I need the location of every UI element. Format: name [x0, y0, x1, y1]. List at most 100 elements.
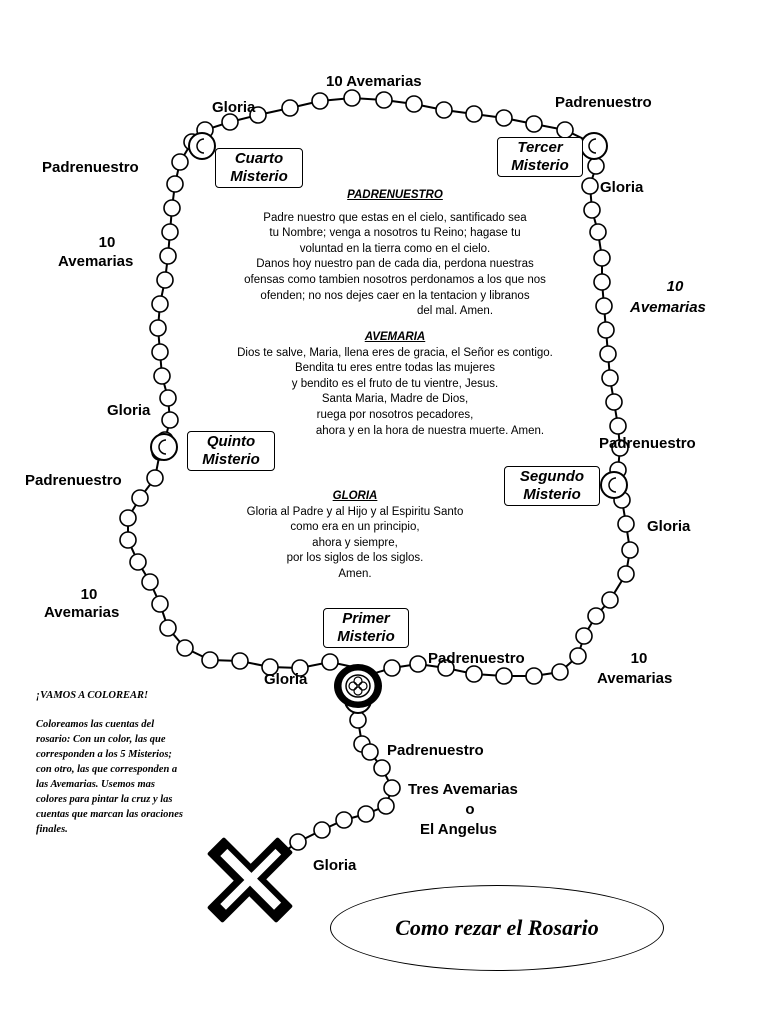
bead	[595, 297, 613, 315]
label-avemarias-left: Avemarias	[58, 253, 134, 270]
bead	[343, 89, 361, 107]
page-title: Como rezar el Rosario	[395, 915, 599, 940]
medal-icon	[334, 664, 382, 708]
bead	[153, 367, 171, 385]
bead	[231, 652, 249, 670]
prayer-line: Dios te salve, Maria, llena eres de grac…	[237, 346, 553, 359]
bead	[163, 199, 181, 217]
misterio-segundo-line1: Segundo	[519, 468, 585, 485]
bead	[597, 321, 615, 339]
bead	[156, 271, 174, 289]
prayer-gloria: GLORIA Gloria al Padre y al Hijo y al Es…	[170, 489, 540, 583]
cross-icon	[207, 837, 293, 923]
misterio-quinto-box: Quinto Misterio	[187, 431, 275, 471]
bead	[593, 273, 611, 291]
bead	[313, 821, 331, 839]
bead	[551, 663, 569, 681]
label-padrenuestro-lower-left: Padrenuestro	[25, 472, 122, 489]
coloring-title: ¡VAMOS A COLOREAR!	[36, 690, 149, 701]
bead	[405, 95, 423, 113]
misterio-cuarto-line1: Cuarto	[234, 150, 284, 167]
bead	[321, 653, 339, 671]
bead	[525, 115, 543, 133]
misterio-primer-line1: Primer	[342, 610, 390, 627]
label-gloria-lower-right: Gloria	[647, 518, 691, 535]
label-gloria-top-left: Gloria	[212, 99, 256, 116]
bead	[176, 639, 194, 657]
label-padrenuestro-top-right: Padrenuestro	[555, 94, 652, 111]
misterio-quinto-line2: Misterio	[202, 451, 260, 468]
prayer-line: ahora y en la hora de nuestra muerte. Am…	[315, 424, 545, 437]
bead	[621, 541, 639, 559]
coloring-line: corresponden a los 5 Misterios;	[36, 749, 172, 760]
label-top-avemarias: 10 Avemarias	[326, 73, 422, 90]
bead	[589, 223, 607, 241]
bead	[575, 627, 593, 645]
label-gloria-mid-left: Gloria	[107, 402, 151, 419]
prayer-line: Danos hoy nuestro pan de cada dia, perdo…	[256, 258, 534, 271]
crescent-icon	[196, 138, 205, 154]
prayer-line: como era en un principio,	[290, 521, 420, 534]
bead	[151, 295, 169, 313]
label-avemarias-bottom-left-number: 10	[80, 586, 98, 603]
label-padrenuestro-upper-left: Padrenuestro	[42, 159, 139, 176]
misterio-tercer-box: Tercer Misterio	[497, 137, 583, 177]
coloring-line: finales.	[36, 824, 68, 835]
prayer-line: por los siglos de los siglos.	[286, 552, 424, 565]
bead	[587, 157, 605, 175]
prayer-line: tu Nombre; venga a nosotros tu Reino; ha…	[269, 227, 521, 240]
prayer-line: ahora y siempre,	[312, 536, 398, 549]
coloring-line: Coloreamos las cuentas del	[36, 719, 155, 730]
prayer-line: Bendita tu eres entre todas las mujeres	[294, 362, 496, 375]
misterio-primer-box: Primer Misterio	[323, 608, 409, 648]
misterio-cuarto-box: Cuarto Misterio	[215, 148, 303, 188]
bead	[171, 153, 189, 171]
bead	[581, 177, 599, 195]
bead	[335, 811, 353, 829]
prayer-line: Santa Maria, Madre de Dios,	[321, 393, 469, 406]
bead	[357, 805, 375, 823]
bead	[291, 659, 309, 677]
bead	[593, 249, 611, 267]
crescent-icon	[158, 439, 167, 455]
label-gloria-upper-right: Gloria	[600, 179, 644, 196]
label-padrenuestro-mid-right: Padrenuestro	[599, 435, 696, 452]
misterio-cuarto-line2: Misterio	[230, 168, 288, 185]
bead	[601, 369, 619, 387]
prayer-line: y bendito es el fruto de tu vientre, Jes…	[291, 377, 499, 390]
bead	[119, 531, 137, 549]
label-avemarias-bottom-right-number: 10	[630, 650, 648, 667]
padrenuestro-bead	[150, 433, 178, 461]
bead	[435, 101, 453, 119]
coloring-instructions: ¡VAMOS A COLOREAR! Coloreamos las cuenta…	[36, 688, 241, 837]
prayer-gloria-heading: GLORIA	[332, 490, 378, 502]
bead	[377, 797, 395, 815]
prayer-avemaria-heading: AVEMARIA	[364, 331, 426, 343]
coloring-line: colores para pintar la cruz y las	[36, 794, 173, 805]
label-padrenuestro-bottom-center: Padrenuestro	[428, 650, 525, 667]
label-gloria-cross: Gloria	[313, 857, 357, 874]
misterio-segundo-box: Segundo Misterio	[504, 466, 600, 506]
label-o: o	[465, 801, 475, 818]
label-avemarias-bottom-left: Avemarias	[44, 604, 120, 621]
bead	[587, 607, 605, 625]
bead	[129, 553, 147, 571]
misterio-segundo-line2: Misterio	[523, 486, 581, 503]
bead	[617, 515, 635, 533]
prayer-line: ruega por nosotros pecadores,	[316, 408, 474, 421]
bead	[151, 595, 169, 613]
bead	[556, 121, 574, 139]
label-avemarias-right: Avemarias	[630, 299, 706, 316]
bead	[383, 779, 401, 797]
bead	[201, 651, 219, 669]
bead	[149, 319, 167, 337]
bead	[221, 113, 239, 131]
bead	[601, 591, 619, 609]
bead	[249, 106, 267, 124]
coloring-line: las Avemarias. Usemos mas	[36, 779, 156, 790]
label-avemarias-left-number: 10	[98, 234, 116, 251]
bead	[617, 565, 635, 583]
prayer-padrenuestro: PADRENUESTRO Padre nuestro que estas en …	[170, 188, 620, 320]
bead	[119, 509, 137, 527]
padrenuestro-bead	[188, 132, 216, 160]
